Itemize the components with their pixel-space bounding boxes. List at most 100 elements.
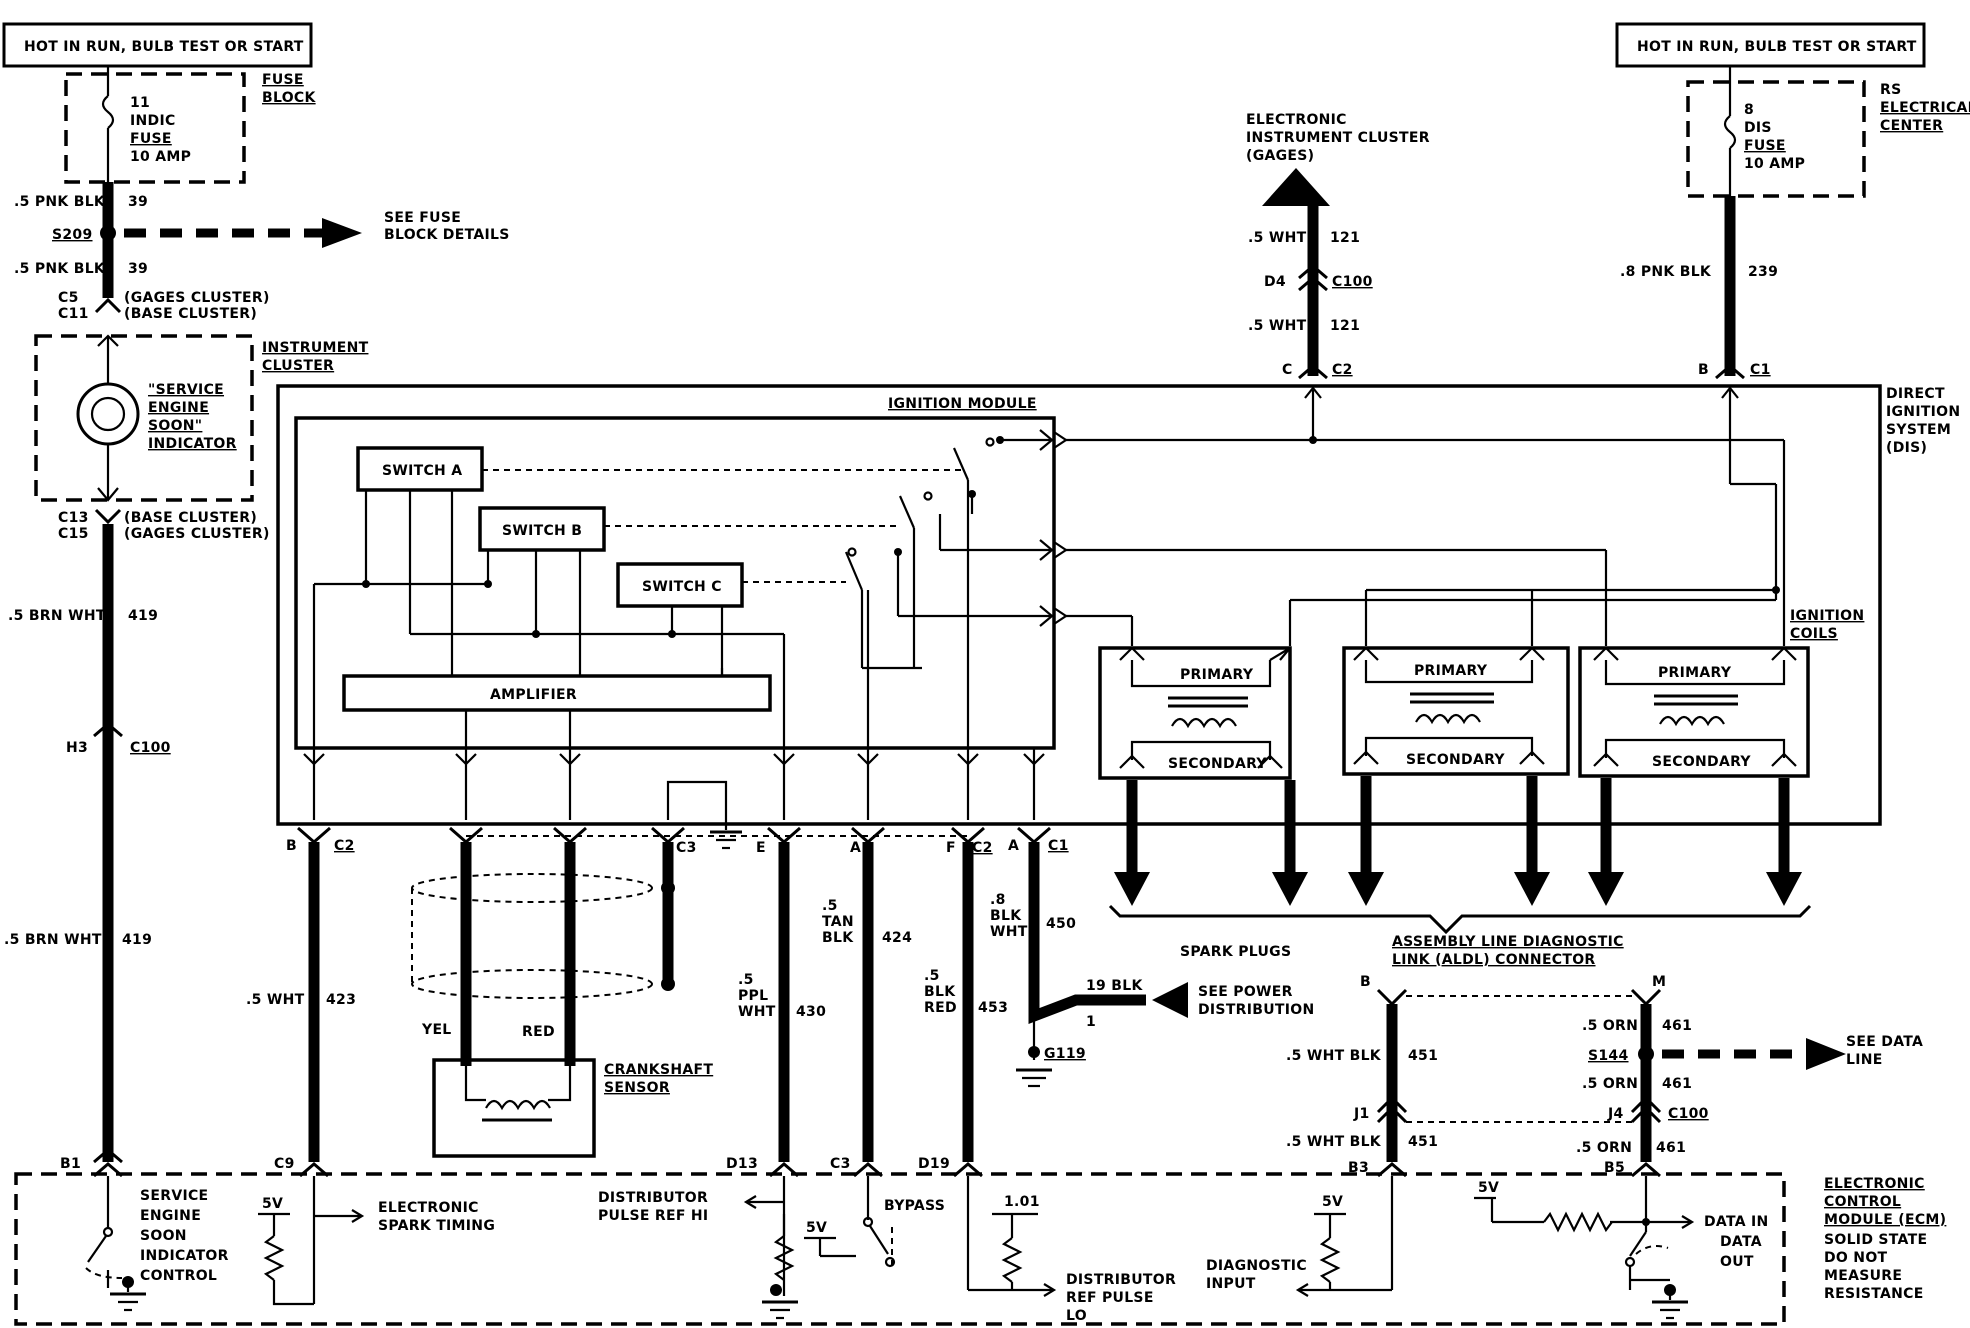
ignition-coil-2 — [1342, 646, 1570, 776]
wire-453-num: 453 — [978, 1000, 1008, 1016]
see-fuse-2: BLOCK DETAILS — [384, 227, 510, 243]
rs-center-1: RS — [1880, 82, 1901, 98]
ecm-label-2: CONTROL — [1824, 1194, 1901, 1210]
ecm-pin-b5: B5 — [1604, 1160, 1625, 1176]
crankshaft-label-1: CRANKSHAFT — [604, 1062, 713, 1078]
wire-39b-label: .5 PNK BLK — [14, 261, 106, 277]
wire-yel-label: YEL — [421, 1022, 452, 1038]
wire-121b-num: 121 — [1330, 318, 1360, 334]
ecm-distref-2: PULSE REF HI — [598, 1208, 708, 1224]
ecm-internal-circuits — [85, 1176, 1695, 1320]
wire-423-num: 423 — [326, 992, 356, 1008]
wire-450-l3: WHT — [990, 924, 1028, 940]
ecm-distref-1: DISTRIBUTOR — [598, 1190, 708, 1206]
ecm-label-3: MODULE (ECM) — [1824, 1212, 1946, 1228]
ses-label-1: "SERVICE — [148, 382, 224, 398]
crankshaft-label-2: SENSOR — [604, 1080, 670, 1096]
pin-c-top: C — [1282, 362, 1293, 378]
left-fuse-symbol — [101, 95, 115, 129]
wire-239-label: .8 PNK BLK — [1620, 264, 1712, 280]
ecm-ses-2: ENGINE — [140, 1208, 201, 1224]
conn-j4: J4 — [1607, 1106, 1624, 1122]
dis-bottom-pins — [303, 748, 1045, 850]
ecm-pin-c3: C3 — [830, 1156, 851, 1172]
conn-c100-aldl: C100 — [1668, 1106, 1709, 1122]
wire-red-label: RED — [522, 1024, 555, 1040]
wire-424-num: 424 — [882, 930, 912, 946]
right-fuse-rating: 10 AMP — [1744, 156, 1805, 172]
see-power-1: SEE POWER — [1198, 984, 1293, 1000]
coil-2-primary: PRIMARY — [1414, 663, 1488, 679]
ignition-coil-3 — [1578, 646, 1810, 778]
pin-f-bottom: F — [946, 840, 956, 856]
coil-3-secondary: SECONDARY — [1652, 754, 1751, 770]
see-data-2: LINE — [1846, 1052, 1883, 1068]
dis-external-wiring — [1066, 386, 1786, 646]
wire-419b-num: 419 — [122, 932, 152, 948]
ecm-data-out-1: DATA — [1720, 1234, 1762, 1250]
conn-c11: C11 — [58, 306, 89, 322]
wire-450-l1: .8 — [990, 892, 1006, 908]
ecm-diag-1: DIAGNOSTIC — [1206, 1258, 1307, 1274]
instrument-cluster-outline — [34, 334, 254, 502]
ecm-data-out-2: OUT — [1720, 1254, 1754, 1270]
s209-label: S209 — [52, 227, 93, 243]
wire-1-label: 1 — [1086, 1014, 1096, 1030]
spark-plugs-label: SPARK PLUGS — [1180, 944, 1291, 960]
ses-label-2: ENGINE — [148, 400, 209, 416]
rs-center-2: ELECTRICAL — [1880, 100, 1970, 116]
see-fuse-1: SEE FUSE — [384, 210, 461, 226]
ignition-coil-1 — [1098, 646, 1292, 780]
base-cluster-2: (BASE CLUSTER) — [124, 510, 257, 526]
conn-c2-top: C2 — [1332, 362, 1353, 378]
conn-c100-top: C100 — [1332, 274, 1373, 290]
wire-453-l1: .5 — [924, 968, 940, 984]
ecm-label-1: ELECTRONIC — [1824, 1176, 1925, 1192]
left-power-box — [2, 22, 313, 68]
see-data-arrow — [1806, 1038, 1846, 1070]
rs-center-3: CENTER — [1880, 118, 1943, 134]
wire-239-num: 239 — [1748, 264, 1778, 280]
ignition-module-outline — [294, 416, 1056, 750]
left-fuse-word: FUSE — [130, 131, 172, 147]
s144-label: S144 — [1588, 1048, 1629, 1064]
wire-461c-num: 461 — [1656, 1140, 1686, 1156]
connector-h3-symbol — [93, 722, 123, 738]
wire-19blk-label: 19 BLK — [1086, 978, 1143, 994]
wire-39b-num: 39 — [128, 261, 148, 277]
conn-j1: J1 — [1353, 1106, 1370, 1122]
see-power-arrow — [1152, 982, 1188, 1018]
ignition-coils-2: COILS — [1790, 626, 1838, 642]
ecm-ses-5: CONTROL — [140, 1268, 217, 1284]
ecm-5v-est: 5V — [262, 1196, 283, 1212]
aldl-label-2: LINK (ALDL) CONNECTOR — [1392, 952, 1596, 968]
see-power-2: DISTRIBUTION — [1198, 1002, 1314, 1018]
ecm-note-3: MEASURE — [1824, 1268, 1902, 1284]
base-cluster-1: (BASE CLUSTER) — [124, 306, 257, 322]
ecm-ses-3: SOON — [140, 1228, 187, 1244]
conn-c100-left: C100 — [130, 740, 171, 756]
conn-c2b-bottom: C2 — [972, 840, 993, 856]
left-fuse-rating: 10 AMP — [130, 149, 191, 165]
ecm-5v-data: 5V — [1478, 1180, 1499, 1196]
gages-cluster-1: (GAGES CLUSTER) — [124, 290, 270, 306]
right-fuse-outline — [1686, 80, 1866, 198]
amplifier — [342, 674, 772, 712]
wire-461a-label: .5 ORN — [1582, 1018, 1638, 1034]
conn-c3-bottom: C3 — [676, 840, 697, 856]
ecm-pin-d13: D13 — [726, 1156, 758, 1172]
wire-461b-label: .5 ORN — [1582, 1076, 1638, 1092]
wire-424-l3: BLK — [822, 930, 854, 946]
ecm-note-1: SOLID STATE — [1824, 1232, 1927, 1248]
ecm-pin-d19: D19 — [918, 1156, 950, 1172]
wire-461b-num: 461 — [1662, 1076, 1692, 1092]
left-fuse-number: 11 — [130, 95, 150, 111]
instrument-cluster-label-1: INSTRUMENT — [262, 340, 369, 356]
wire-419a-num: 419 — [128, 608, 158, 624]
splice-s144 — [1638, 1046, 1654, 1062]
conn-c1-top: C1 — [1750, 362, 1771, 378]
ecm-distlo-1: DISTRIBUTOR — [1066, 1272, 1176, 1288]
ecm-outline — [14, 1172, 1786, 1326]
amplifier-label: AMPLIFIER — [490, 687, 577, 703]
ecm-1v01: 1.01 — [1004, 1194, 1040, 1210]
